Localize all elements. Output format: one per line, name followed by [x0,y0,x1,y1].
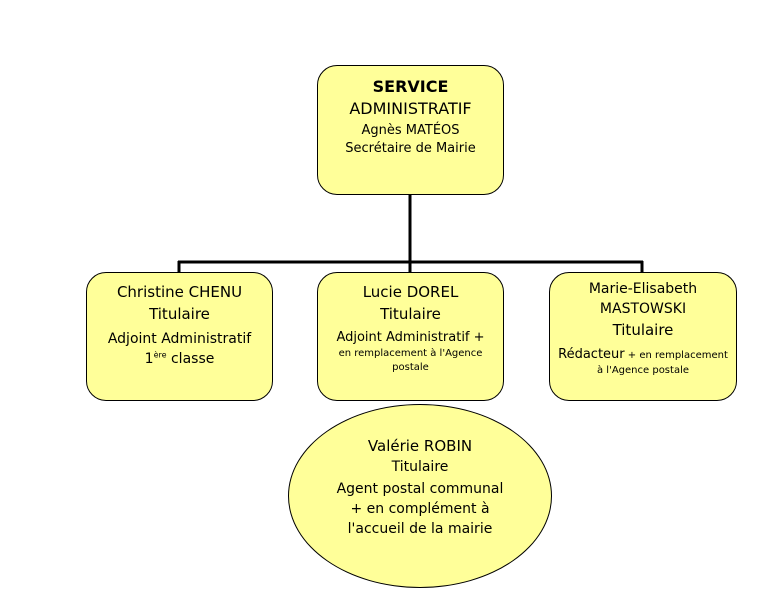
robin-status: Titulaire [391,459,449,475]
dorel-note-line1: en remplacement à l'Agence [338,348,483,359]
dorel-role: Adjoint Administratif + [336,330,485,345]
mastowski-role: Rédacteur [558,347,625,362]
mastowski-name-line2: MASTOWSKI [599,301,687,317]
chenu-grade-sup: ère [153,350,167,360]
dorel-box: Lucie DOREL Titulaire Adjoint Administra… [317,272,504,401]
chenu-role: Adjoint Administratif [107,331,252,347]
root-person-name: Agnès MATÉOS [361,123,460,138]
dorel-note-line2: postale [392,362,429,373]
chenu-grade-rest: classe [166,351,215,367]
mastowski-status: Titulaire [612,321,674,339]
root-title-line1: SERVICE [372,77,449,96]
mastowski-name-line1: Marie-Elisabeth [588,281,698,297]
mastowski-box: Marie-Elisabeth MASTOWSKI Titulaire Réda… [549,272,737,401]
mastowski-role-suffix: + en remplacement [624,350,728,361]
dorel-status: Titulaire [380,305,441,323]
robin-role-line3: l'accueil de la mairie [347,521,493,537]
root-title-line2: ADMINISTRATIF [349,99,472,118]
chenu-status: Titulaire [149,305,210,323]
chenu-box: Christine CHENU Titulaire Adjoint Admini… [86,272,273,401]
mastowski-role-line: Rédacteur + en remplacement [558,344,728,364]
chenu-grade: 1ère classe [145,349,215,369]
robin-name: Valérie ROBIN [367,437,473,455]
service-administratif-box: SERVICE ADMINISTRATIF Agnès MATÉOS Secré… [317,65,504,195]
robin-ellipse: Valérie ROBIN Titulaire Agent postal com… [288,404,552,588]
robin-role-line1: Agent postal communal [336,481,504,497]
root-person-role: Secrétaire de Mairie [345,141,476,156]
dorel-name: Lucie DOREL [362,283,459,301]
robin-role-line2: + en complément à [350,501,490,517]
chenu-name: Christine CHENU [116,283,243,301]
mastowski-note-line2: à l'Agence postale [597,365,689,376]
chenu-grade-number: 1 [144,351,154,367]
